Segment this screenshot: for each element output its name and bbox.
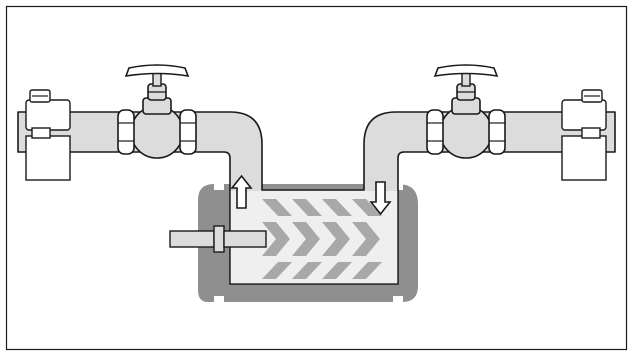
pipe-flange-icon — [561, 89, 607, 181]
screw-blade-upper — [292, 199, 322, 216]
screw-rotor — [262, 199, 382, 279]
screw-blade-upper — [262, 199, 292, 216]
screw-blade-lower — [292, 262, 322, 279]
pipe-network — [17, 111, 616, 285]
screw-blade-core — [292, 222, 320, 256]
housing-bottom-right-notch — [393, 296, 403, 306]
pipe-flange-icon — [25, 89, 71, 181]
shaft-end — [169, 230, 215, 248]
gate-valve-icon — [117, 64, 197, 159]
housing-top-left-notch — [214, 180, 224, 190]
screw-blade-lower — [352, 262, 382, 279]
screw-blade-lower — [262, 262, 292, 279]
drive-shaft — [169, 225, 267, 253]
screw-blade-core — [352, 222, 380, 256]
shaft-body — [223, 230, 267, 248]
screw-blade-upper — [352, 199, 382, 216]
screw-blade-upper — [322, 199, 352, 216]
arrow-down-icon — [369, 181, 392, 216]
shaft-collar — [213, 225, 225, 253]
screw-blade-core — [262, 222, 290, 256]
arrow-up-icon — [230, 174, 253, 209]
diagram-frame — [5, 5, 628, 351]
housing-bottom-left-notch — [214, 296, 224, 306]
gate-valve-icon — [426, 64, 506, 159]
screw-blade-lower — [322, 262, 352, 279]
screw-blade-core — [322, 222, 350, 256]
